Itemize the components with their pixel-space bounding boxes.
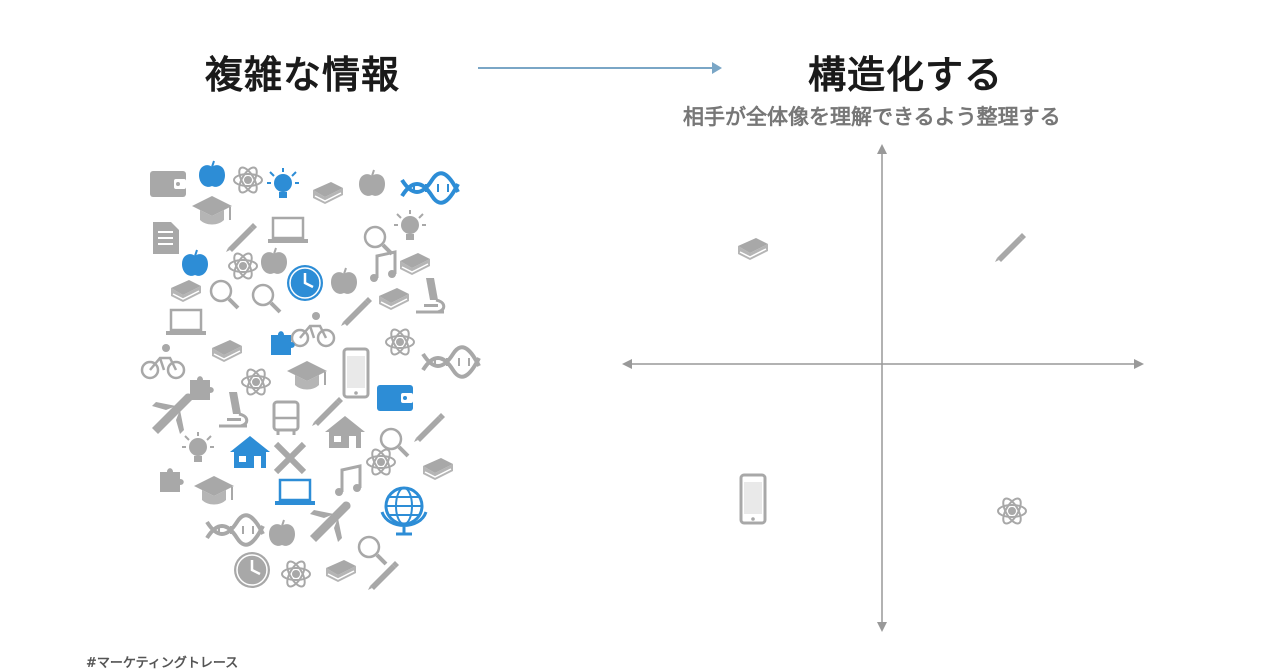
wallet-icon [377,385,413,411]
atom-icon [281,557,311,591]
magnifier-icon [251,283,282,314]
laptop-icon [266,216,310,243]
dna-icon [421,345,481,379]
icon-cluster [140,160,481,591]
cyclist-icon [140,342,186,380]
magnifier-icon [357,535,388,566]
book-icon [399,252,431,276]
book-icon [325,559,357,583]
wallet-icon [150,171,186,197]
airplane-icon [152,393,193,434]
pencil-icon [226,223,257,252]
book-icon [170,279,202,303]
graduation-cap-icon [193,475,235,506]
puzzle-icon [160,468,184,492]
quadrant-bottom-left-phone-icon [739,473,767,525]
globe-icon [380,486,428,536]
tools-icon [276,444,304,472]
structure-subtitle: 相手が全体像を理解できるよう整理する [683,105,1061,129]
structure-title: 構造化する [808,53,1004,97]
dna-icon [400,171,460,205]
book-icon [312,181,344,205]
puzzle-icon [190,376,214,400]
magnifier-icon [363,225,394,256]
lightbulb-icon [266,167,300,199]
phone-icon [342,347,370,399]
graduation-cap-icon [286,360,328,391]
microscope-icon [414,276,446,314]
magnifier-icon [209,279,240,310]
apple-icon [260,247,288,275]
pencil-icon [368,561,399,590]
music-note-icon [368,250,398,284]
atom-icon [241,365,271,399]
graduation-cap-icon [191,195,233,226]
apple-icon [358,169,386,197]
document-icon [152,221,180,255]
lightbulb-icon [181,431,215,463]
book-icon [211,339,243,363]
atom-icon [228,249,258,283]
microscope-icon [217,390,249,428]
atom-icon [385,325,415,359]
pencil-icon [414,413,445,442]
clock-icon [232,550,272,590]
cyclist-icon [290,310,336,348]
house-icon [230,436,270,468]
atom-icon [366,445,396,479]
magnifier-icon [379,427,410,458]
quadrant-bottom-right-atom-icon [997,494,1027,528]
lightbulb-icon [393,209,427,241]
book-icon [422,457,454,481]
book-icon [378,287,410,311]
quadrant-top-left-book-icon [737,237,769,261]
laptop-icon [164,308,208,335]
atom-icon [233,163,263,197]
quadrant-top-right-pencil-icon [995,233,1026,262]
laptop-icon [273,478,317,505]
airplane-icon [310,501,351,542]
pencil-icon [341,297,372,326]
hashtag-label: #マーケティングトレース [86,656,239,671]
bus-icon [272,400,300,437]
apple-icon [330,267,358,295]
dna-icon [205,513,265,547]
complex-information-title: 複雑な情報 [205,53,401,97]
apple-icon [181,249,209,277]
clock-icon [285,263,325,303]
transform-arrow [478,62,722,74]
quadrant-axes [622,144,1144,632]
apple-icon [198,160,226,188]
music-note-icon [333,464,363,498]
apple-icon [268,519,296,547]
puzzle-icon [271,331,295,355]
house-icon [325,416,365,448]
